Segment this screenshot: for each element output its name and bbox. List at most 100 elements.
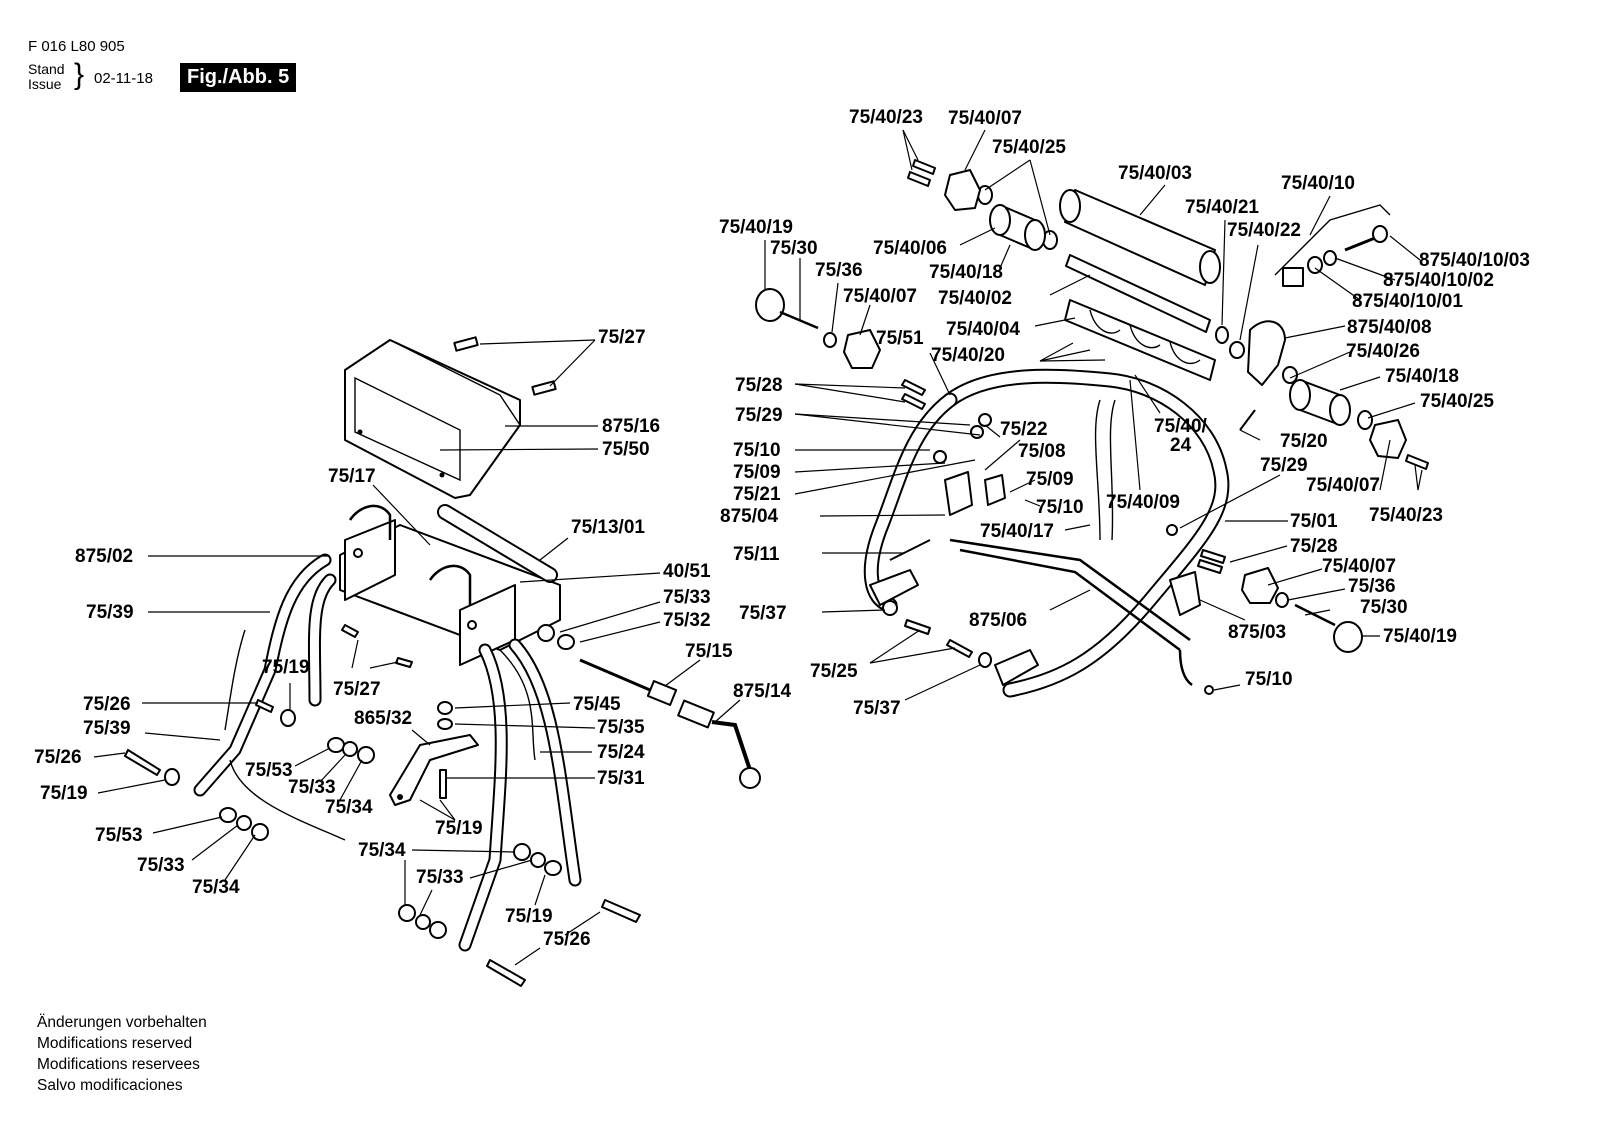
label-75-10: 75/10 xyxy=(1036,497,1084,518)
label-75-40-06: 75/40/06 xyxy=(873,238,947,259)
brace-icon: } xyxy=(74,58,85,91)
label-75-40-03: 75/40/03 xyxy=(1118,163,1192,184)
label-875-14: 875/14 xyxy=(733,681,792,702)
label-75-15: 75/15 xyxy=(685,641,733,662)
label-75-30: 75/30 xyxy=(770,238,818,259)
label-75-10: 75/10 xyxy=(733,440,781,461)
label-75-40-10: 75/40/10 xyxy=(1281,173,1355,194)
label-75-09: 75/09 xyxy=(1026,469,1074,490)
label-75-20: 75/20 xyxy=(1280,431,1328,452)
label-75-32: 75/32 xyxy=(663,610,711,631)
document-number: F 016 L80 905 xyxy=(28,38,125,55)
label-75-34: 75/34 xyxy=(192,877,240,898)
label-75-40-25: 75/40/25 xyxy=(992,137,1066,158)
handle-assembly-drawing xyxy=(124,336,761,987)
label-75-26: 75/26 xyxy=(34,747,82,768)
label-75-13-01: 75/13/01 xyxy=(571,517,645,538)
label-75-21: 75/21 xyxy=(733,484,781,505)
label-75-11: 75/11 xyxy=(733,544,780,565)
label-875-40-10-01: 875/40/10/01 xyxy=(1352,291,1463,312)
stand-issue-label: Stand Issue xyxy=(28,62,65,92)
label-75-19: 75/19 xyxy=(40,783,88,804)
label-75-40-07: 75/40/07 xyxy=(1306,475,1380,496)
label-75-51: 75/51 xyxy=(876,328,924,349)
label-75-31: 75/31 xyxy=(597,768,645,789)
label-75-40-09: 75/40/09 xyxy=(1106,492,1180,513)
label-75-40-04: 75/40/04 xyxy=(946,319,1020,340)
stand-label: Stand xyxy=(28,61,65,77)
label-75-40-07: 75/40/07 xyxy=(1322,556,1396,577)
label-75-40-02: 75/40/02 xyxy=(938,288,1012,309)
label-75-01: 75/01 xyxy=(1290,511,1338,532)
footer-line-en: Modifications reserved xyxy=(37,1035,193,1052)
footer-line-es: Salvo modificaciones xyxy=(37,1077,183,1094)
label-75-53: 75/53 xyxy=(245,760,293,781)
label-75-27: 75/27 xyxy=(333,679,381,700)
label-875-06: 875/06 xyxy=(969,610,1027,631)
label-75-40-25: 75/40/25 xyxy=(1420,391,1494,412)
label-75-40-07: 75/40/07 xyxy=(948,108,1022,129)
label-40-51: 40/51 xyxy=(663,561,711,582)
label-75-45: 75/45 xyxy=(573,694,621,715)
label-75-26: 75/26 xyxy=(83,694,131,715)
label-75-40-22: 75/40/22 xyxy=(1227,220,1301,241)
label-75-35: 75/35 xyxy=(597,717,645,738)
label-75-19: 75/19 xyxy=(262,657,310,678)
label-75-39: 75/39 xyxy=(83,718,131,739)
label-865-32: 865/32 xyxy=(354,708,412,729)
label-75-08: 75/08 xyxy=(1018,441,1066,462)
label-75-36: 75/36 xyxy=(815,260,863,281)
label-875-40-08: 875/40/08 xyxy=(1347,317,1432,338)
label-75-29: 75/29 xyxy=(735,405,783,426)
label-75-40-26: 75/40/26 xyxy=(1346,341,1420,362)
figure-badge: Fig./Abb. 5 xyxy=(180,63,297,92)
label-875-40-10-02: 875/40/10/02 xyxy=(1383,270,1494,291)
label-75-22: 75/22 xyxy=(1000,419,1048,440)
label-75-24: 75/24 xyxy=(597,742,645,763)
frame-roller-assembly-drawing xyxy=(755,159,1429,698)
part-labels: 75/27 875/16 75/50 75/17 75/13/01 875/02… xyxy=(34,107,1530,950)
label-75-19: 75/19 xyxy=(435,818,483,839)
label-75-40-24: 75/40/ xyxy=(1154,416,1208,437)
issue-date: 02-11-18 xyxy=(94,70,153,87)
label-75-33: 75/33 xyxy=(288,777,336,798)
label-75-36: 75/36 xyxy=(1348,576,1396,597)
label-75-40-24-suffix: 24 xyxy=(1170,435,1192,456)
label-875-04: 875/04 xyxy=(720,506,779,527)
label-75-19: 75/19 xyxy=(505,906,553,927)
label-75-33: 75/33 xyxy=(663,587,711,608)
label-75-17: 75/17 xyxy=(328,466,376,487)
label-75-28: 75/28 xyxy=(735,375,783,396)
label-75-26: 75/26 xyxy=(543,929,591,950)
label-75-09: 75/09 xyxy=(733,462,781,483)
label-75-40-19: 75/40/19 xyxy=(1383,626,1457,647)
label-875-16: 875/16 xyxy=(602,416,660,437)
label-75-25: 75/25 xyxy=(810,661,858,682)
label-75-50: 75/50 xyxy=(602,439,650,460)
label-75-29: 75/29 xyxy=(1260,455,1308,476)
label-75-10: 75/10 xyxy=(1245,669,1293,690)
issue-label: Issue xyxy=(28,76,62,92)
label-875-03: 875/03 xyxy=(1228,622,1286,643)
label-75-53: 75/53 xyxy=(95,825,143,846)
label-75-28: 75/28 xyxy=(1290,536,1338,557)
label-75-33: 75/33 xyxy=(137,855,185,876)
label-75-40-19: 75/40/19 xyxy=(719,217,793,238)
label-75-30: 75/30 xyxy=(1360,597,1408,618)
label-75-39: 75/39 xyxy=(86,602,134,623)
label-75-40-18: 75/40/18 xyxy=(1385,366,1459,387)
label-75-37: 75/37 xyxy=(853,698,901,719)
footer-line-fr: Modifications reservees xyxy=(37,1056,200,1073)
label-75-40-21: 75/40/21 xyxy=(1185,197,1259,218)
label-75-34: 75/34 xyxy=(358,840,406,861)
label-75-34: 75/34 xyxy=(325,797,373,818)
leader-lines xyxy=(93,129,1423,966)
label-75-33: 75/33 xyxy=(416,867,464,888)
label-75-40-23: 75/40/23 xyxy=(1369,505,1443,526)
label-75-27: 75/27 xyxy=(598,327,646,348)
label-75-37: 75/37 xyxy=(739,603,787,624)
label-75-40-17: 75/40/17 xyxy=(980,521,1054,542)
label-75-40-07: 75/40/07 xyxy=(843,286,917,307)
label-75-40-23: 75/40/23 xyxy=(849,107,923,128)
